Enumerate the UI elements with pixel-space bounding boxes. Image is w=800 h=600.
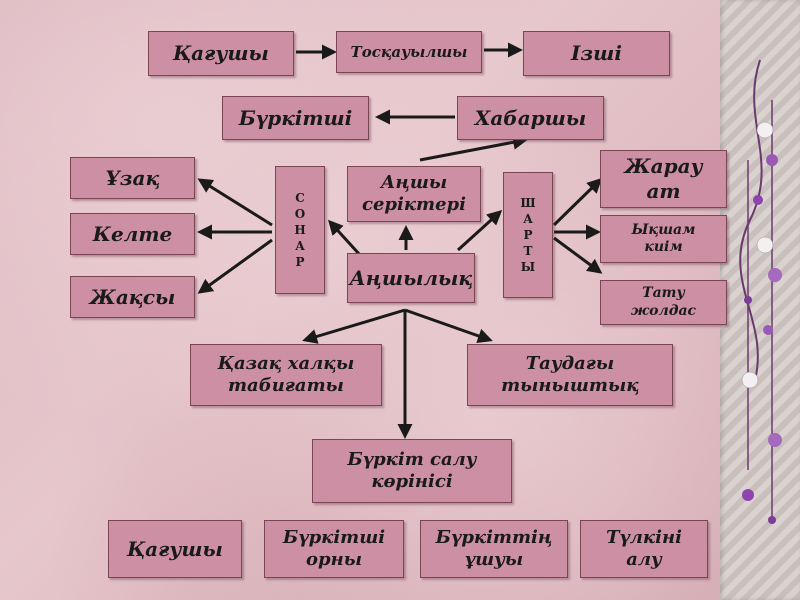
arrow-sharty-to-tatu	[553, 236, 603, 274]
node-kagushy-top: Қағушы	[148, 31, 294, 76]
node-burkitshi: Бүркітші	[222, 96, 369, 140]
node-tatu-zholdas: Тату жолдас	[600, 280, 727, 325]
node-angshylyk: Аңшылық	[347, 253, 475, 303]
node-kazak-tabigaty: Қазақ халқы табиғаты	[190, 344, 382, 406]
node-angshy-serikteri: Аңшы серіктері	[347, 166, 481, 222]
node-uzak: Ұзақ	[70, 157, 195, 199]
arrow-angshylyk-to-sharty	[456, 209, 503, 252]
node-zharau-at: Жарау ат	[600, 150, 727, 208]
arrow-angshylyk-to-sonar	[327, 219, 362, 257]
node-sharty: Ш А Р Т Ы	[503, 172, 553, 298]
node-habarshy: Хабаршы	[457, 96, 604, 140]
decorative-ornament-icon	[739, 59, 782, 524]
node-kagushy-bottom: Қағушы	[108, 520, 242, 578]
arrow-sonar-to-zhaksy	[197, 238, 273, 294]
node-tulkini-alu: Түлкіні алу	[580, 520, 708, 578]
node-zhaksy: Жақсы	[70, 276, 195, 318]
node-burkitshi-orny: Бүркітші орны	[264, 520, 404, 578]
node-burkit-salu: Бүркіт салу көрінісі	[312, 439, 512, 503]
node-ykshan-kiim: Ықшам киім	[600, 215, 727, 263]
node-taudagy-tynyshtyk: Таудағы тыныштық	[467, 344, 673, 406]
node-burkittin-ushuy: Бүркіттің ұшуы	[420, 520, 568, 578]
node-toskauylshy: Тосқауылшы	[336, 31, 482, 73]
arrow-sharty-to-zharau	[552, 177, 603, 227]
arrow-serikteri-to-habarshy	[419, 134, 528, 162]
node-kelte: Келте	[70, 213, 195, 255]
arrow-angshylyk-to-taudagy	[404, 308, 493, 344]
arrow-sonar-to-uzak	[197, 178, 273, 227]
decorative-side-strip	[720, 0, 800, 600]
arrow-angshylyk-to-kazak	[302, 308, 406, 344]
node-izshi: Ізші	[523, 31, 670, 76]
node-sonar: С О Н А Р	[275, 166, 325, 294]
